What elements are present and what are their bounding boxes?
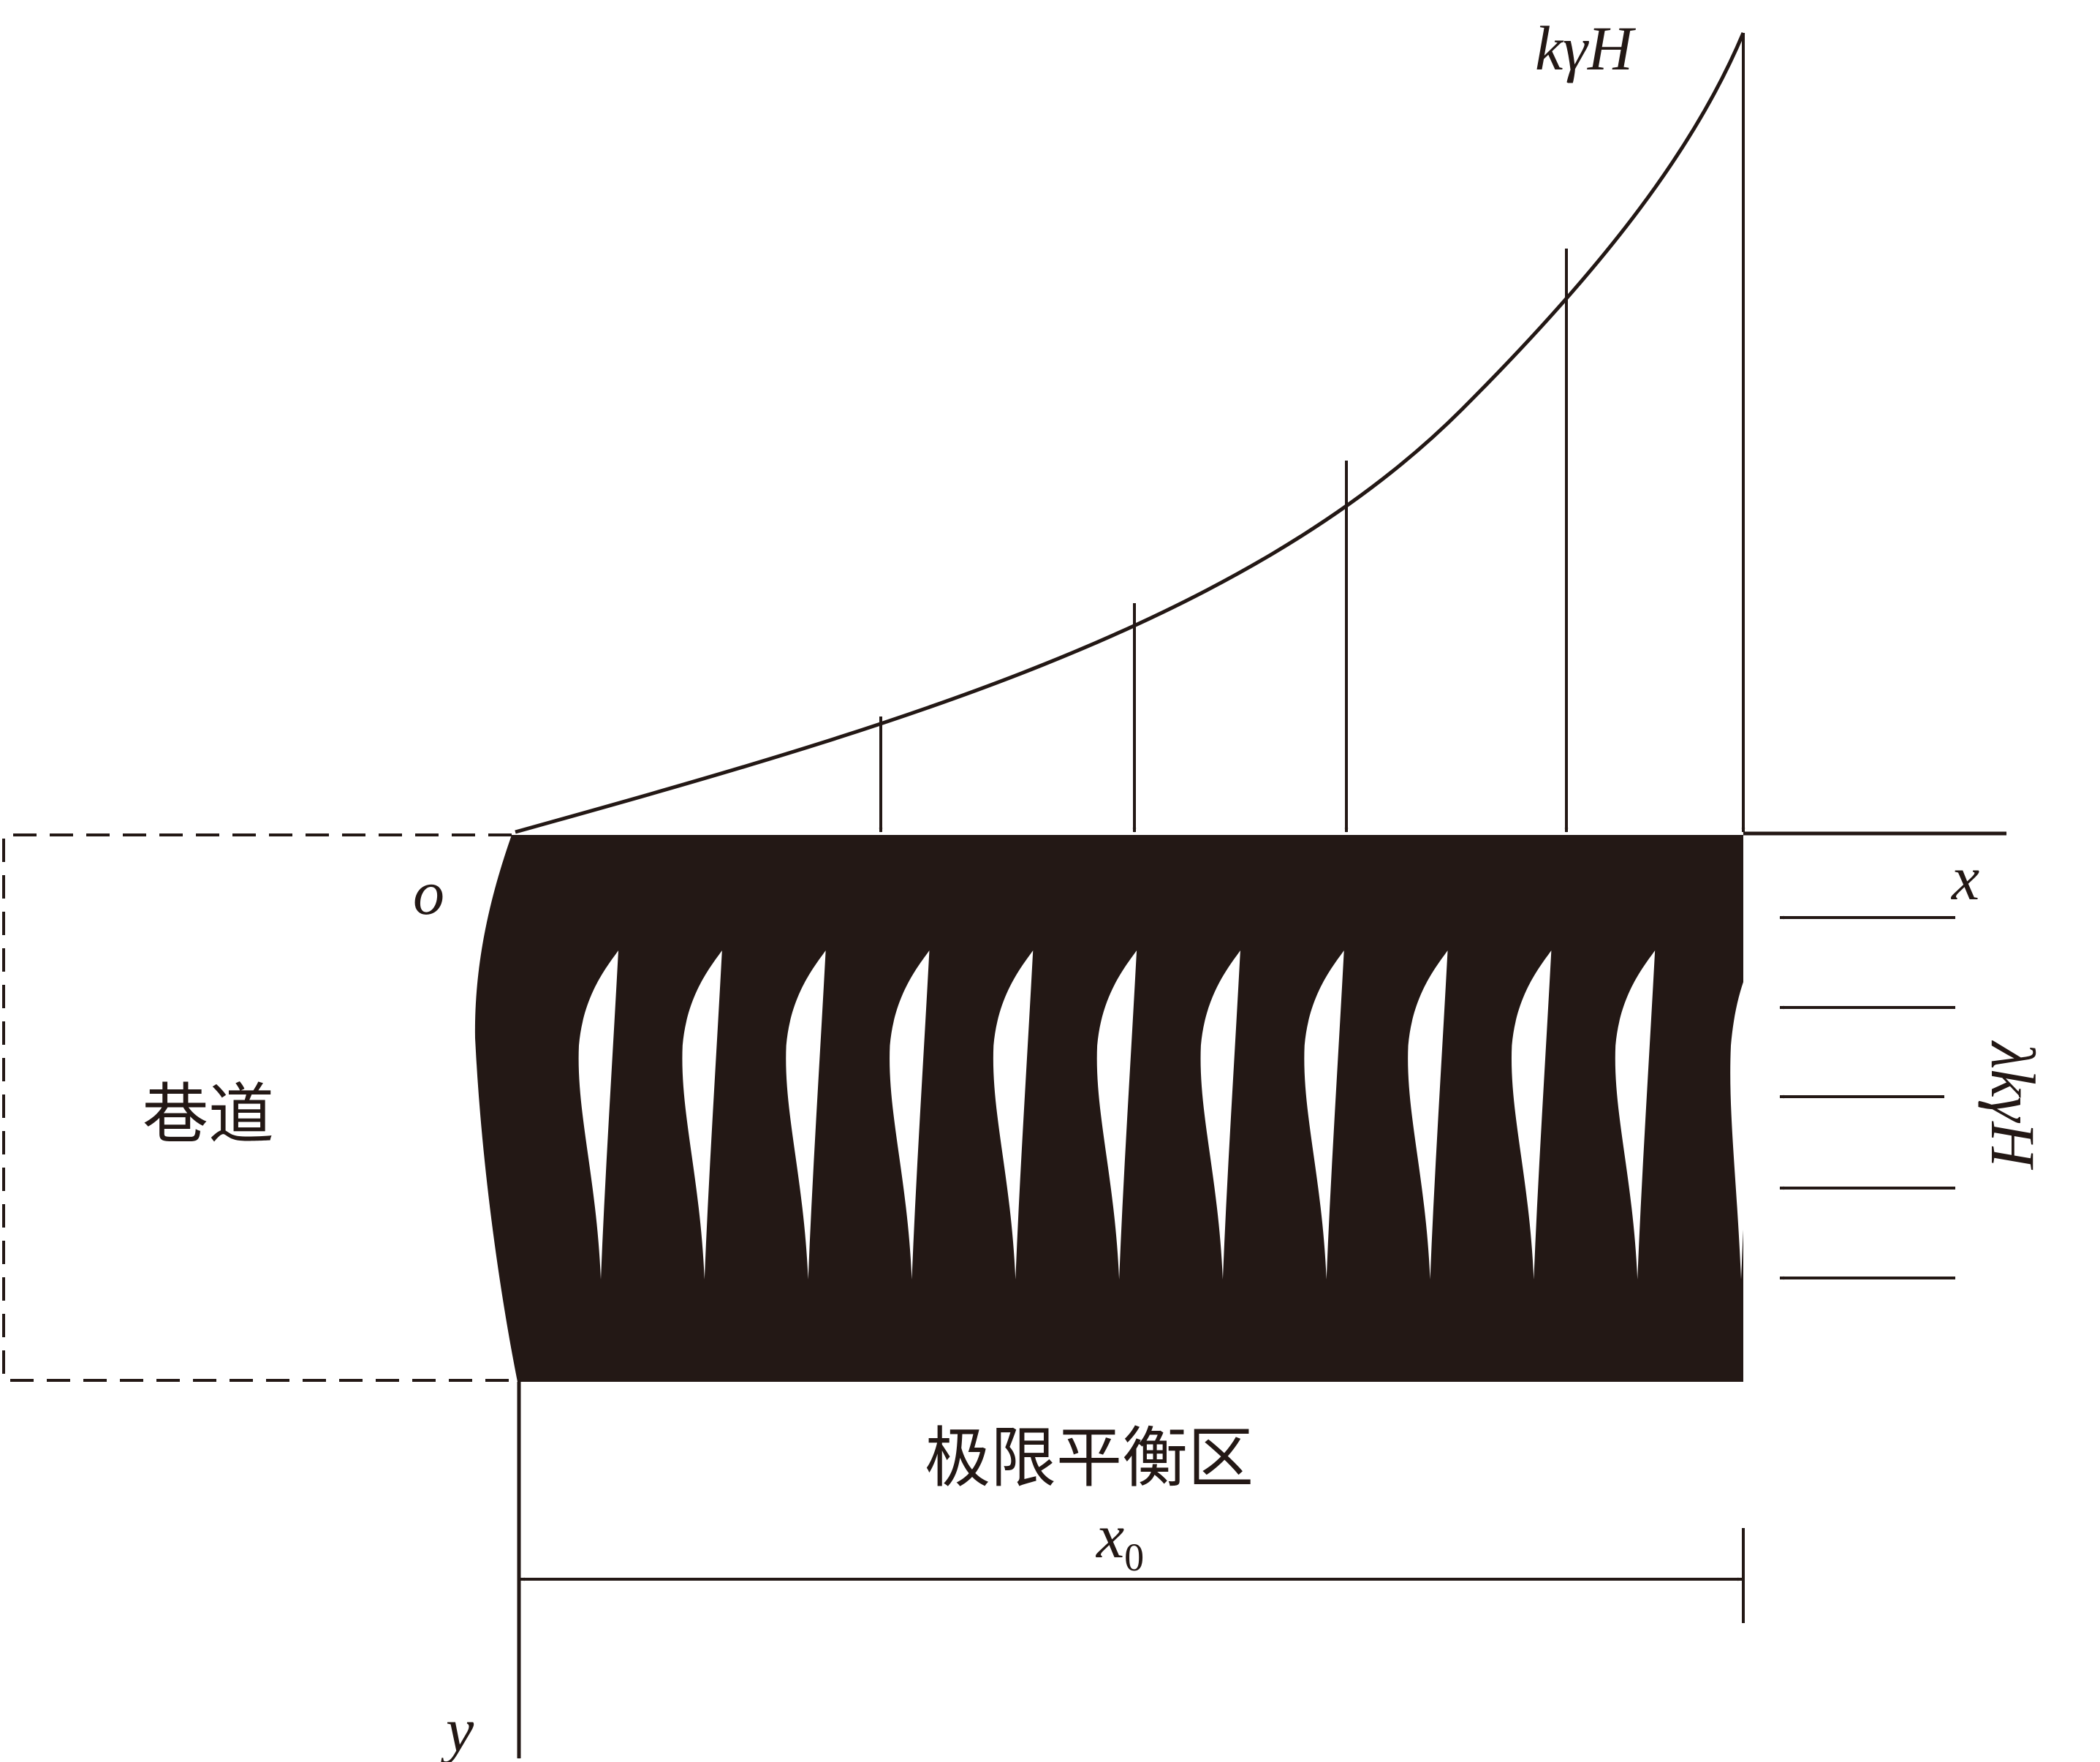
lateral-load-label: λkγH: [1978, 1040, 2048, 1170]
crack: [1511, 950, 1552, 1279]
lateral-load-arrows: [1779, 915, 1955, 1280]
vertical-load-arrows: [879, 33, 1745, 833]
crack: [993, 950, 1034, 1279]
crack-group: [578, 950, 1759, 1279]
width-label-symbol: x: [1095, 1501, 1124, 1571]
crack: [1304, 950, 1344, 1279]
crack: [682, 950, 722, 1279]
crack: [890, 950, 930, 1279]
roadway-outline: [2, 833, 512, 1382]
crack: [1408, 950, 1448, 1279]
crack: [1730, 950, 1759, 1279]
crack: [786, 950, 826, 1279]
crack: [578, 950, 618, 1279]
crack: [1200, 950, 1240, 1279]
roadway-label: 巷道: [143, 1076, 274, 1153]
limit-equilibrium-zone-label: 极限平衡区: [925, 1420, 1254, 1497]
y-axis-label: y: [440, 1695, 474, 1762]
width-label-subscript: 0: [1124, 1535, 1144, 1579]
vertical-stress-curve: [515, 32, 1745, 834]
width-dimension: [520, 1528, 1745, 1623]
width-label: x0: [1095, 1501, 1144, 1579]
peak-load-label: kγH: [1535, 13, 1636, 83]
crack: [1615, 950, 1656, 1279]
origin-label: o: [413, 858, 444, 928]
crack: [1096, 950, 1137, 1279]
x-axis-label: x: [1950, 843, 1979, 913]
